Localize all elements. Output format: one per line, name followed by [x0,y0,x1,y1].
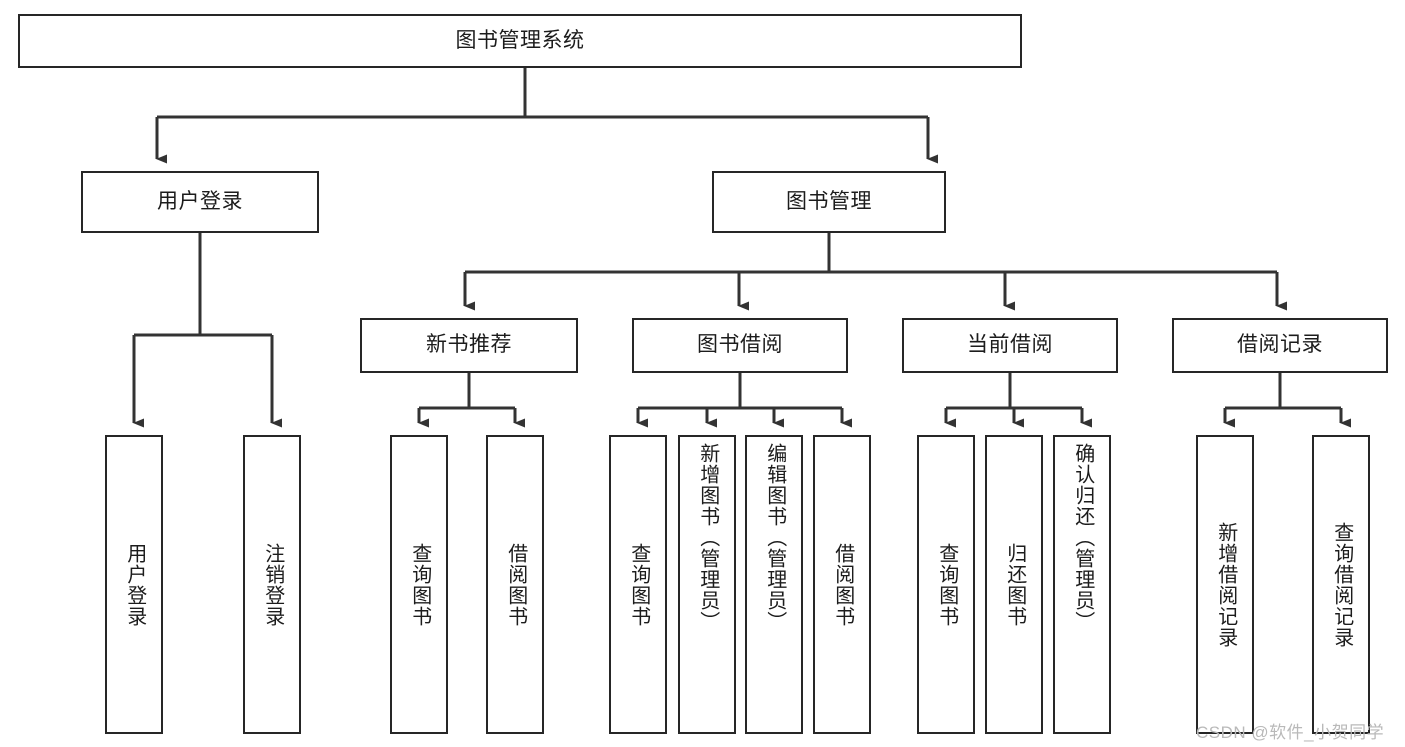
watermark-text: CSDN @软件_小贺同学 [1196,723,1385,742]
node-leaf-query-book-rec[interactable]: 查询图书 [390,435,448,734]
node-label-book-borrow: 图书借阅 [697,333,783,357]
node-label-new-book-recommend: 新书推荐 [426,333,512,357]
node-label-leaf-query-book-current: 查询图书 [935,542,958,627]
node-label-current-borrow: 当前借阅 [967,333,1053,357]
node-label-leaf-user-logout: 注销登录 [261,542,284,627]
node-label-leaf-query-book-rec: 查询图书 [408,542,431,627]
node-label-user-login: 用户登录 [157,189,243,213]
node-label-leaf-return-book: 归还图书 [1003,542,1026,627]
node-current-borrow[interactable]: 当前借阅 [902,318,1118,373]
node-label-leaf-add-borrow-record: 新增借阅记录 [1214,521,1237,648]
node-leaf-borrow-book-rec[interactable]: 借阅图书 [486,435,544,734]
node-leaf-add-book[interactable]: 新增图书（管理员） [678,435,736,734]
node-label-borrow-record: 借阅记录 [1237,333,1323,357]
node-user-login[interactable]: 用户登录 [81,171,319,233]
node-label-leaf-query-borrow-record: 查询借阅记录 [1330,521,1353,648]
node-leaf-add-borrow-record[interactable]: 新增借阅记录 [1196,435,1254,734]
node-label-leaf-borrow-book-rec: 借阅图书 [504,542,527,627]
node-root[interactable]: 图书管理系统 [18,14,1022,68]
node-leaf-borrow-book[interactable]: 借阅图书 [813,435,871,734]
node-new-book-recommend[interactable]: 新书推荐 [360,318,578,373]
node-leaf-confirm-return[interactable]: 确认归还（管理员） [1053,435,1111,734]
node-label-leaf-borrow-book: 借阅图书 [831,542,854,627]
node-leaf-query-borrow-record[interactable]: 查询借阅记录 [1312,435,1370,734]
connector-group [132,68,1351,428]
node-borrow-record[interactable]: 借阅记录 [1172,318,1388,373]
node-leaf-query-book-current[interactable]: 查询图书 [917,435,975,734]
node-book-manage[interactable]: 图书管理 [712,171,946,233]
node-leaf-user-login[interactable]: 用户登录 [105,435,163,734]
node-label-leaf-confirm-return: 确认归还（管理员） [1071,443,1094,632]
node-label-leaf-query-book-borrow: 查询图书 [627,542,650,627]
node-leaf-user-logout[interactable]: 注销登录 [243,435,301,734]
node-book-borrow[interactable]: 图书借阅 [632,318,848,373]
node-label-book-manage: 图书管理 [786,189,872,213]
node-label-leaf-edit-book: 编辑图书（管理员） [763,443,786,632]
node-leaf-return-book[interactable]: 归还图书 [985,435,1043,734]
node-label-leaf-user-login: 用户登录 [123,542,146,627]
node-leaf-edit-book[interactable]: 编辑图书（管理员） [745,435,803,734]
node-label-leaf-add-book: 新增图书（管理员） [696,443,719,632]
node-label-root: 图书管理系统 [455,28,585,52]
node-leaf-query-book-borrow[interactable]: 查询图书 [609,435,667,734]
